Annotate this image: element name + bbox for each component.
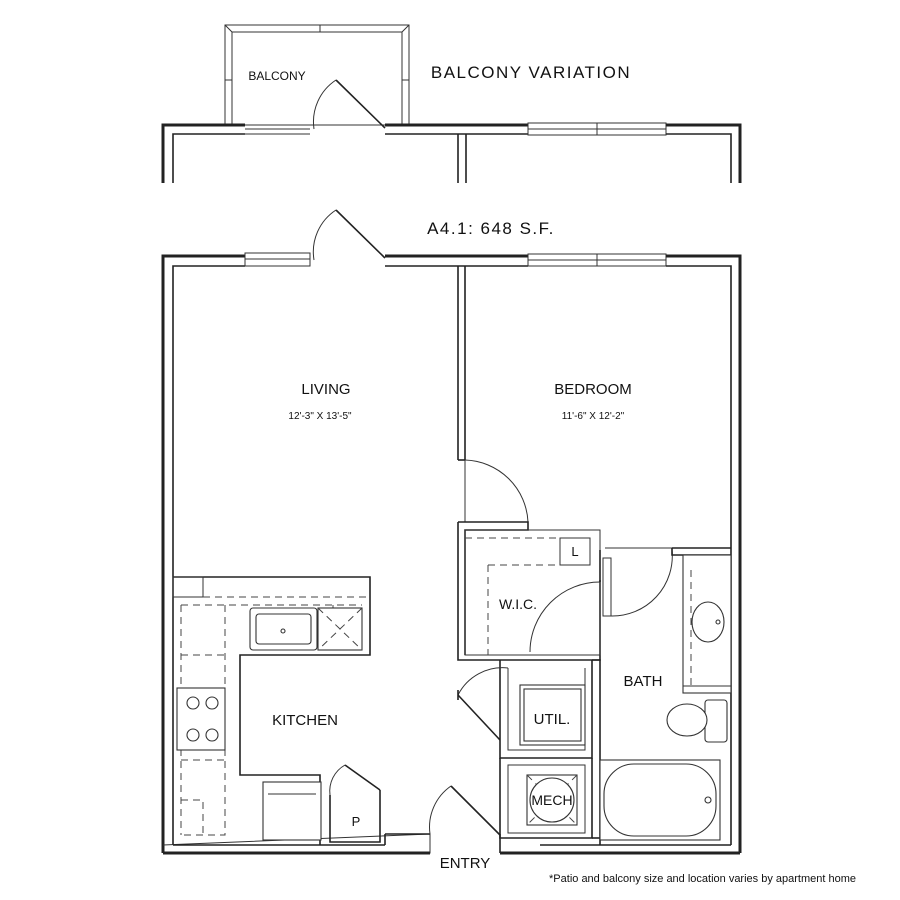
- kitchen-sink-icon: [249, 607, 318, 651]
- balcony-door-icon: [313, 79, 386, 130]
- plan-title: A4.1: 648 S.F.: [427, 219, 555, 238]
- balcony-variation-drawing: BALCONY BALCONY VARIATION: [161, 24, 742, 183]
- mech-unit-icon: [526, 774, 578, 826]
- vanity-sink-icon: [682, 554, 732, 694]
- util-closet-icon: [519, 684, 586, 746]
- room-label-wic: W.I.C.: [499, 596, 537, 612]
- room-label-kitchen: KITCHEN: [272, 712, 338, 729]
- balcony-label: BALCONY: [248, 69, 305, 83]
- room-label-linen: L: [571, 544, 578, 559]
- interior-walls: [429, 266, 731, 845]
- room-label-util: UTIL.: [534, 711, 571, 728]
- room-label-pantry: P: [352, 814, 361, 829]
- room-label-mech: MECH: [531, 792, 572, 808]
- kitchen-counters: [172, 576, 381, 845]
- footnote: *Patio and balcony size and location var…: [549, 873, 856, 885]
- range-icon: [176, 687, 226, 751]
- bathtub-icon: [599, 759, 721, 841]
- balcony-enclosure: [224, 24, 410, 126]
- room-dims-living: 12'-3" X 13'-5": [288, 411, 352, 422]
- room-label-bath: BATH: [624, 673, 663, 690]
- bath-fixtures: [599, 554, 732, 841]
- room-dims-bedroom: 11'-6" X 12'-2": [562, 411, 625, 422]
- living-door-icon: [312, 209, 386, 261]
- entry-label: ENTRY: [440, 855, 491, 872]
- pantry-closet: [329, 764, 381, 843]
- room-label-bedroom: BEDROOM: [554, 381, 632, 398]
- dishwasher-icon: [317, 607, 363, 651]
- refrigerator-icon: [262, 781, 322, 841]
- room-label-living: LIVING: [301, 381, 350, 398]
- balcony-variation-title: BALCONY VARIATION: [431, 63, 631, 82]
- balcony-exterior-wall: [161, 122, 742, 183]
- exterior-walls: [161, 252, 742, 855]
- toilet-icon: [666, 699, 728, 743]
